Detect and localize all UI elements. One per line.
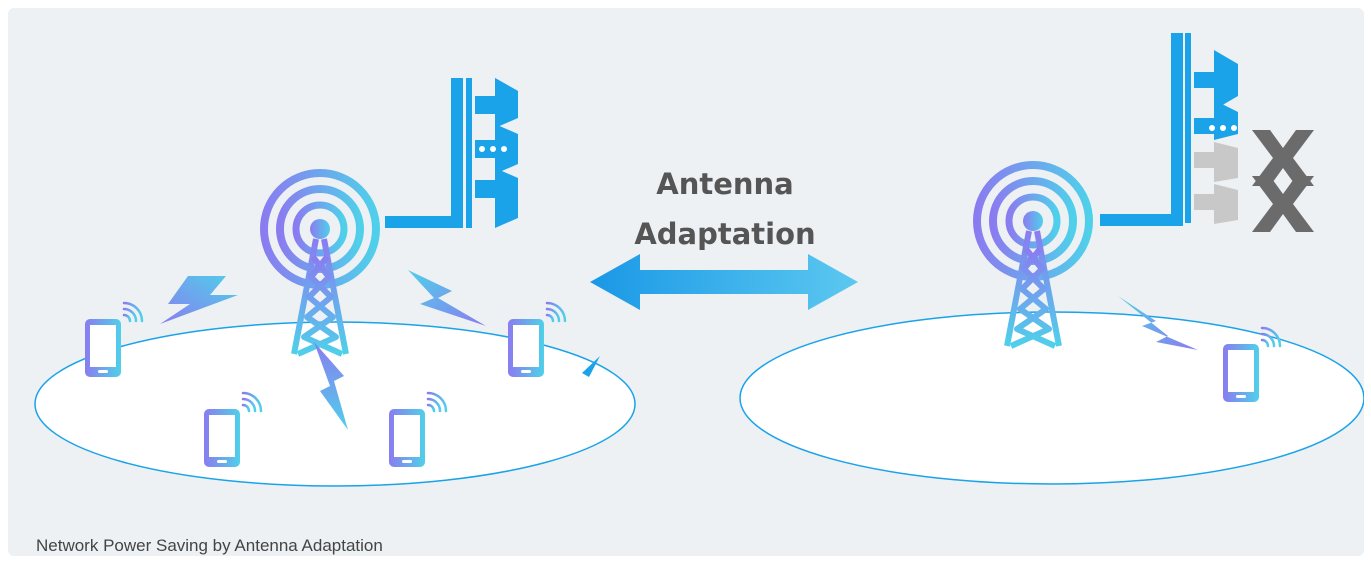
disabled-cross-icon [1252, 130, 1314, 186]
diagram-panel: Antenna Adaptation Network Power Saving … [8, 8, 1364, 556]
lightning-signal-icon [408, 270, 486, 326]
lightning-signal-icon [314, 342, 348, 430]
double-arrow-icon [590, 254, 858, 310]
diagram-caption: Network Power Saving by Antenna Adaptati… [36, 536, 383, 555]
left-antenna-array-icon [385, 78, 518, 228]
antenna-adaptation-diagram: Antenna Adaptation [34, 33, 1364, 487]
coverage-arrowhead-icon [582, 356, 600, 377]
right-antenna-array-icon [1100, 33, 1238, 226]
lightning-signal-icon [1118, 296, 1198, 350]
center-label-line2: Adaptation [634, 217, 815, 251]
lightning-signal-icon [160, 276, 238, 324]
disabled-cross-icon [1252, 176, 1314, 232]
center-label-line1: Antenna [656, 167, 793, 201]
